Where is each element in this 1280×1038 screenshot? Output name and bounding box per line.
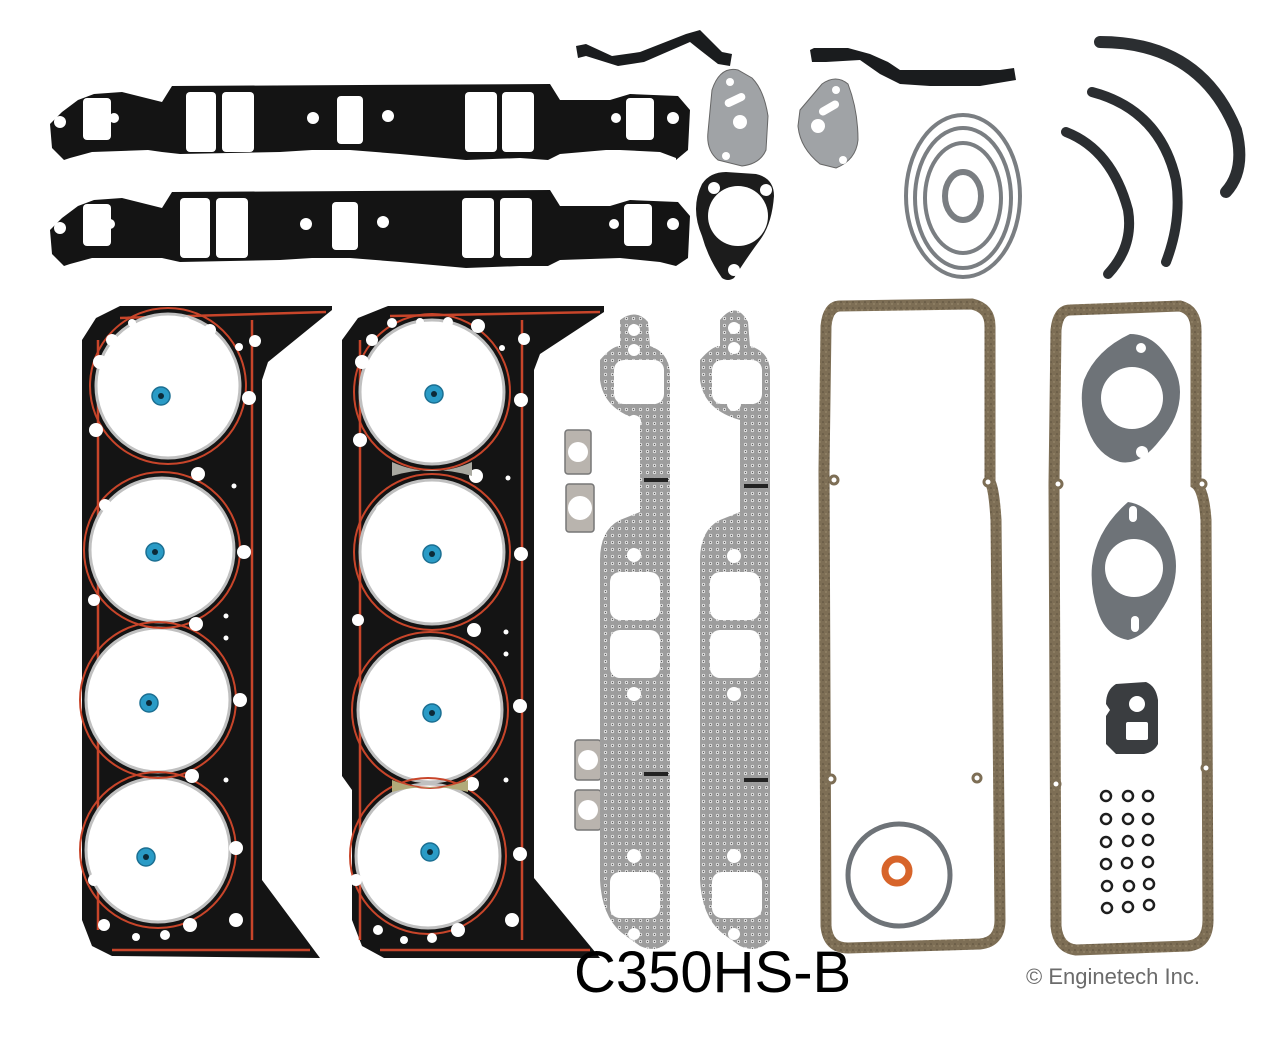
small-o-rings [1099,789,1156,915]
head-gasket-right [342,306,604,958]
part-number-label: C350HS-B [574,940,852,1005]
intake-gasket-lower [50,190,690,268]
distributor-gasket [845,821,953,929]
timing-cover-seal-left [576,30,732,66]
intake-gasket-upper [50,84,690,160]
egr-gaskets [707,68,859,169]
copyright-label: © Enginetech Inc. [1026,964,1200,989]
head-gasket-left [79,306,332,958]
water-pump-gasket [696,172,774,280]
round-gaskets [904,113,1022,279]
fuel-pump-gasket [1106,682,1158,754]
valve-cover-gasket-left [818,298,1006,954]
exhaust-gasket-right [700,310,770,949]
timing-cover-seal-right [810,48,1016,86]
oil-pan-seal-arcs [1061,36,1246,279]
exhaust-shims [564,429,602,831]
exhaust-gasket-left [600,314,670,949]
valve-cover-gasket-right [1048,300,1214,956]
